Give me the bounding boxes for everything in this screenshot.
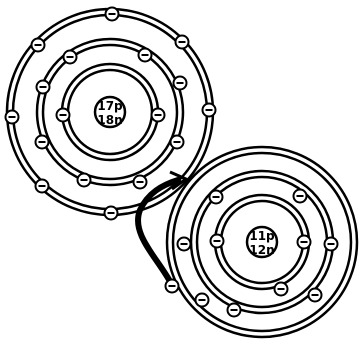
electron-left-shell1-0 [57, 109, 70, 122]
electron-right-shell2-26 [275, 283, 288, 296]
electron-right-shell2-21 [178, 238, 191, 251]
electron-left-shell2-5 [174, 77, 187, 90]
electron-left-shell2-8 [78, 174, 91, 187]
electron-left-shell3-10 [106, 8, 119, 21]
electron-left-shell3-15 [36, 180, 49, 193]
electron-left-shell3-12 [32, 39, 45, 52]
electron-right-shell2-19 [210, 191, 223, 204]
electron-right-shell2-22 [325, 238, 338, 251]
electron-left-shell2-7 [171, 136, 184, 149]
right-proton-label: 11p [249, 229, 275, 243]
electron-left-shell2-9 [134, 176, 147, 189]
electron-right-shell3-27 [166, 280, 179, 293]
electron-left-shell3-11 [176, 36, 189, 49]
electron-right-shell2-25 [228, 304, 241, 317]
electron-right-shell1-17 [211, 235, 224, 248]
electron-left-shell2-4 [37, 81, 50, 94]
electron-left-shell2-6 [36, 136, 49, 149]
left-nucleus: 17p 18n [95, 97, 125, 127]
electron-left-shell1-1 [152, 109, 165, 122]
electron-left-shell3-14 [6, 111, 19, 124]
electron-right-shell2-23 [196, 294, 209, 307]
electron-right-shell2-20 [294, 190, 307, 203]
electron-left-shell2-3 [139, 49, 152, 62]
electron-left-shell3-13 [203, 104, 216, 117]
left-neutron-label: 18n [97, 113, 122, 127]
right-nucleus: 11p 12n [247, 227, 277, 257]
electron-left-shell3-16 [105, 207, 118, 220]
left-proton-label: 17p [97, 99, 123, 113]
electron-right-shell1-18 [298, 236, 311, 249]
electron-right-shell2-24 [309, 289, 322, 302]
right-neutron-label: 12n [249, 243, 274, 257]
electron-left-shell2-2 [64, 51, 77, 64]
